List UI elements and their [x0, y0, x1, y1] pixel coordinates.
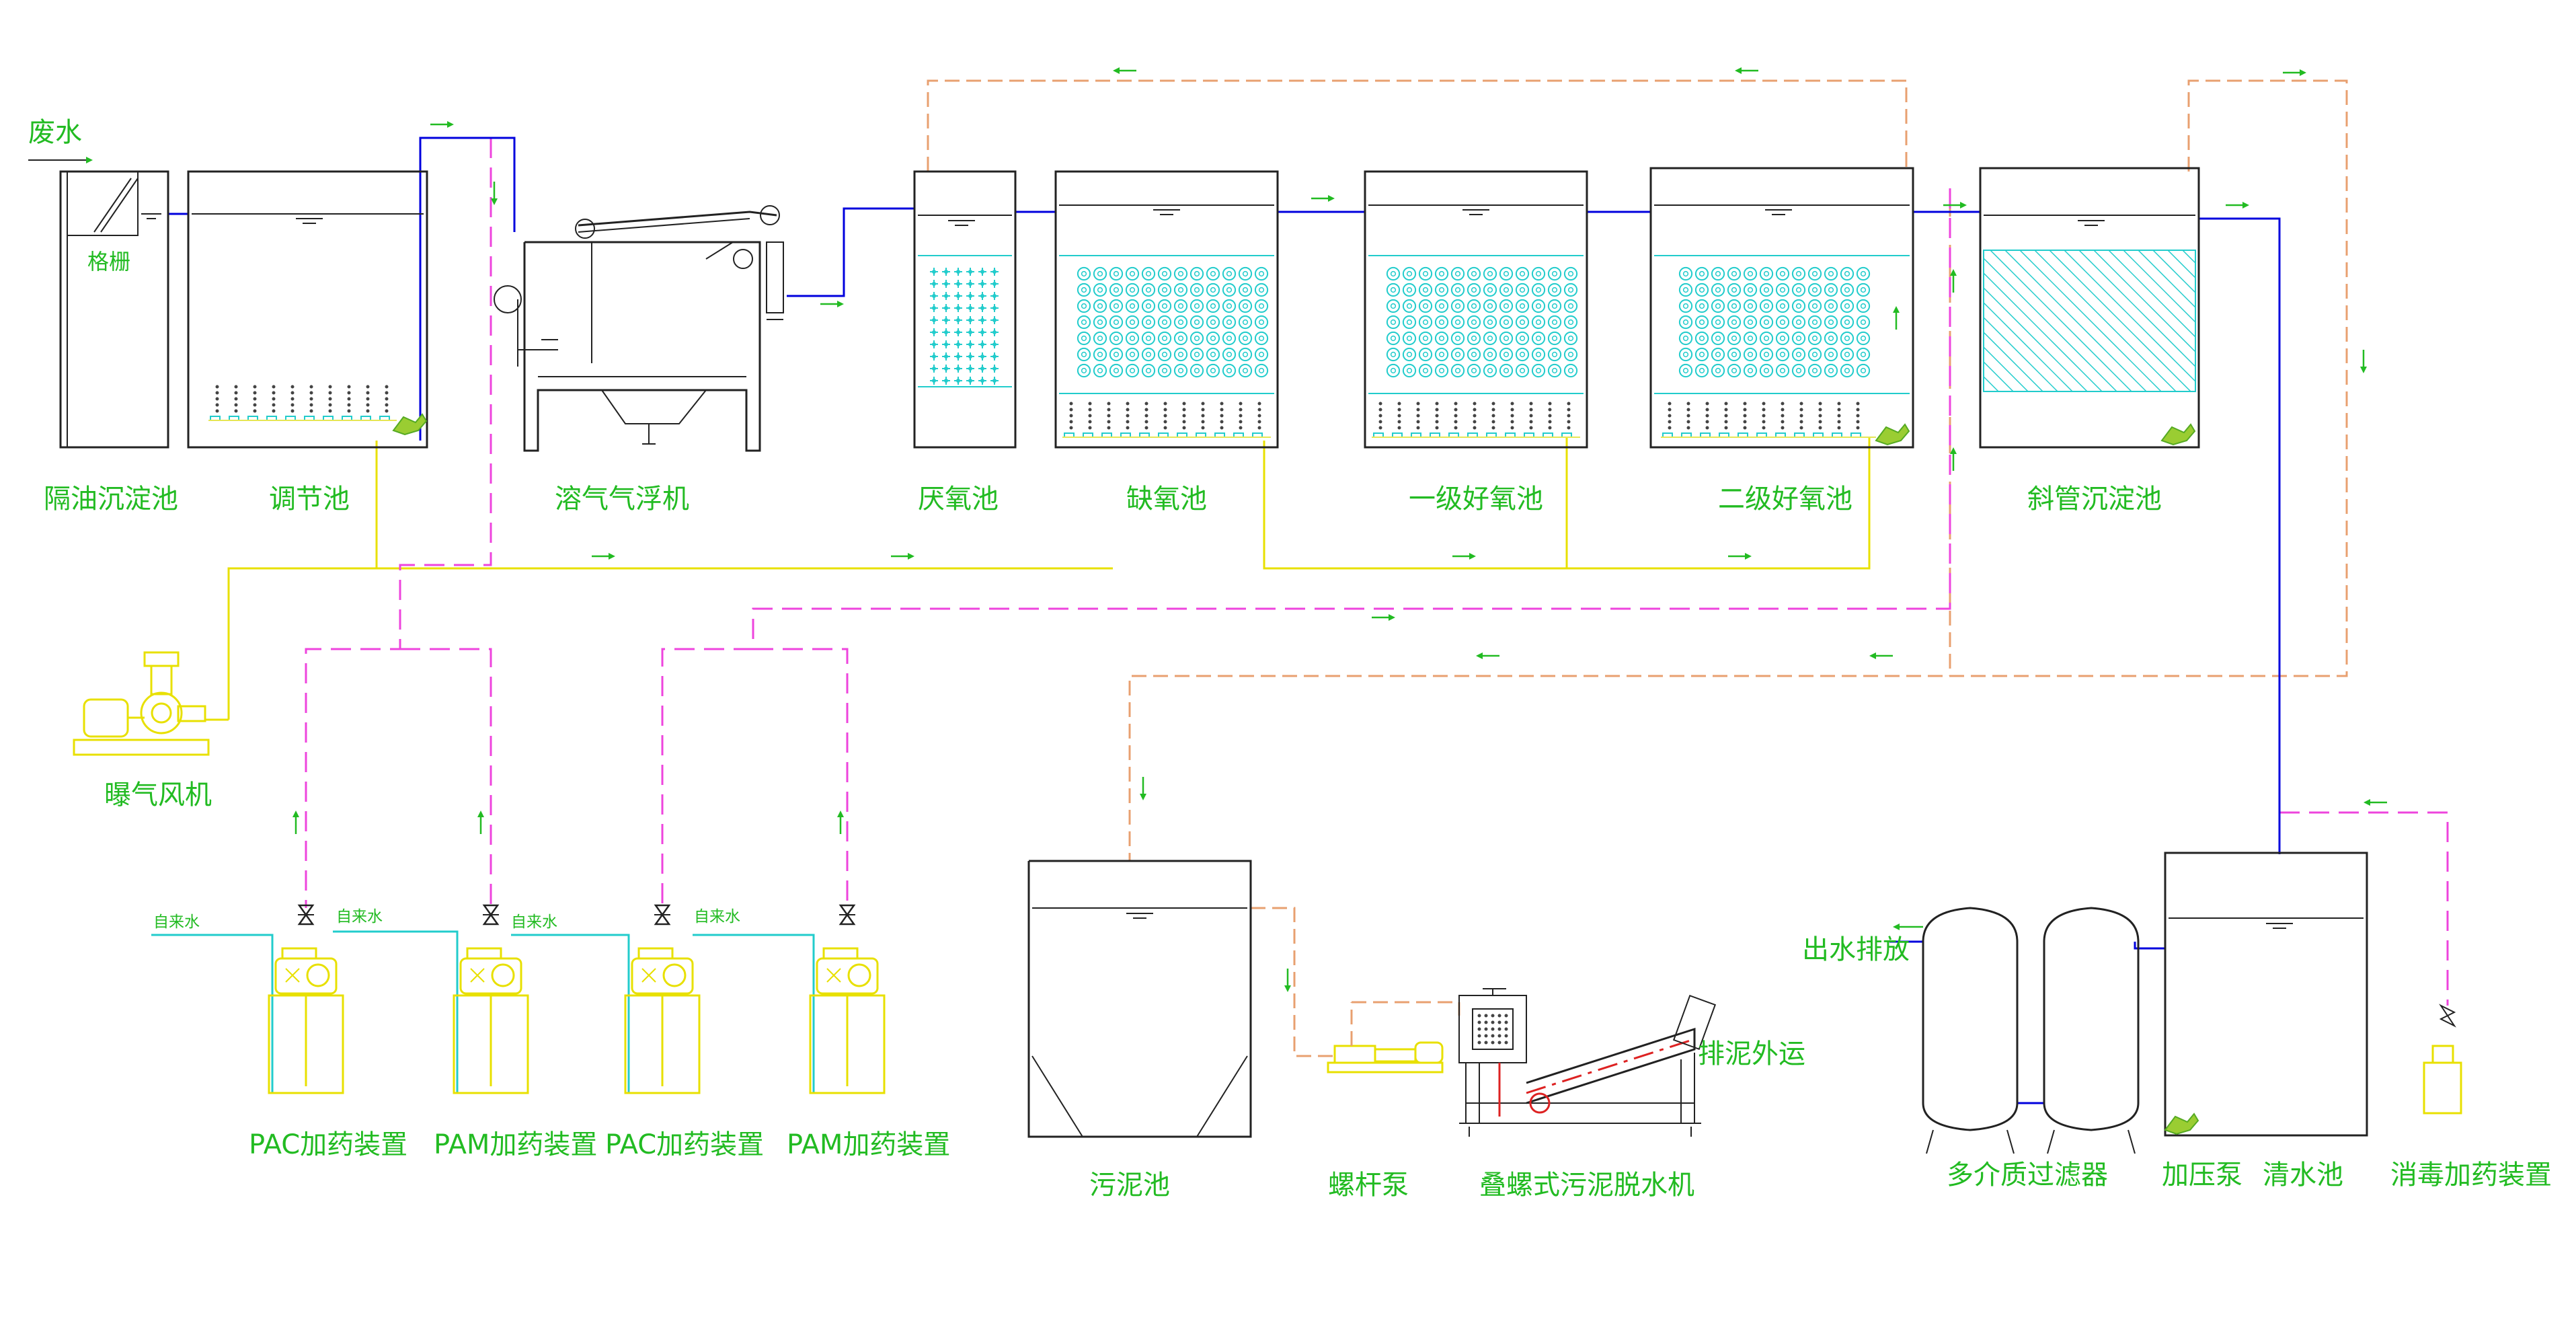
- arrow-vertical: [292, 182, 2367, 992]
- multimedia-filter-1: [1922, 907, 2019, 1154]
- control-panel-dots: [1477, 1014, 1508, 1045]
- label-dewatering: 叠螺式污泥脱水机: [1479, 1170, 1694, 1201]
- dosing-unit: [268, 947, 344, 1094]
- label-dosing-4: PAM加药装置: [787, 1129, 950, 1160]
- wastewater-inlet: 废水: [28, 117, 93, 163]
- submersible-pump-icon: [392, 413, 428, 436]
- label-dosing-3: PAC加药装置: [605, 1129, 764, 1160]
- aeration-diffusers: [1062, 402, 1271, 438]
- label-disinfection: 消毒加药装置: [2390, 1160, 2552, 1191]
- bio-media: [1678, 266, 1871, 378]
- bio-media: [930, 268, 999, 385]
- chemical-dosing-pipeline: [305, 138, 2449, 1006]
- dosing-unit: [453, 947, 529, 1094]
- unit-labels: 隔油沉淀池 调节池 溶气气浮机 厌氧池 缺氧池 一级好氧池 二级好氧池 斜管沉淀…: [44, 484, 2552, 1201]
- aeration-blower: [73, 651, 229, 756]
- label-screw-pump: 螺杆泵: [1328, 1170, 1409, 1201]
- label-tap-water-4: 自来水: [694, 908, 740, 926]
- air-pipeline: [227, 437, 1871, 720]
- label-anaerobic: 厌氧池: [918, 484, 999, 515]
- anoxic-tank: [1054, 170, 1279, 449]
- label-aerobic-2: 二级好氧池: [1718, 484, 1852, 515]
- sludge-tank: [1027, 860, 1252, 1138]
- label-blower: 曝气风机: [104, 780, 212, 811]
- label-clear-tank: 清水池: [2263, 1160, 2343, 1191]
- arrow-left: [1113, 67, 2387, 930]
- label-tap-water-3: 自来水: [511, 913, 557, 931]
- aeration-diffusers: [1661, 402, 1876, 438]
- flow-arrows: [292, 67, 2387, 992]
- disinfection-dosing-unit: [2423, 1004, 2462, 1115]
- aeration-diffusers: [208, 385, 397, 421]
- label-tap-water-2: 自来水: [336, 908, 383, 926]
- label-aerobic-1: 一级好氧池: [1409, 484, 1543, 515]
- bio-media: [1077, 266, 1269, 378]
- label-sludge-out: 排泥外运: [1698, 1039, 1805, 1069]
- inclined-tubes: [1983, 250, 2196, 392]
- dosing-unit: [809, 947, 886, 1094]
- output-labels: 排泥外运 出水排放: [1698, 934, 1910, 1069]
- label-sludge-tank: 污泥池: [1089, 1170, 1170, 1201]
- multimedia-filter-2: [2043, 907, 2140, 1154]
- screen-label: 格栅: [87, 249, 130, 274]
- bio-media: [1386, 266, 1578, 378]
- aerobic-tank-2: [1649, 167, 1914, 449]
- tap-water-pipelines: [151, 930, 815, 1093]
- dosing-unit: [624, 947, 701, 1094]
- label-daf: 溶气气浮机: [555, 484, 689, 515]
- screw-dewatering-machine: [1458, 988, 1717, 1137]
- label-filter: 多介质过滤器: [1947, 1160, 2108, 1191]
- dosing-units: [268, 947, 886, 1094]
- label-lamella: 斜管沉淀池: [2027, 484, 2162, 515]
- aerobic-tank-1: [1364, 170, 1588, 449]
- arrow-right: [430, 69, 2306, 621]
- label-booster-pump: 加压泵: [2162, 1160, 2242, 1191]
- equalization-tank: [187, 170, 428, 449]
- label-dosing-1: PAC加药装置: [249, 1129, 407, 1160]
- clear-water-tank: [2164, 852, 2368, 1137]
- label-effluent: 出水排放: [1802, 934, 1910, 965]
- lamella-settler: [1979, 167, 2200, 449]
- label-tap-water-1: 自来水: [153, 913, 200, 931]
- grease-trap-tank: 格栅: [59, 170, 169, 449]
- daf-machine: [494, 205, 784, 452]
- water-pipeline: [168, 137, 2281, 1104]
- wastewater-label: 废水: [28, 117, 82, 148]
- aeration-diffusers: [1372, 402, 1580, 438]
- valves: [297, 904, 856, 926]
- label-equalization: 调节池: [269, 484, 350, 515]
- label-anoxic: 缺氧池: [1126, 484, 1207, 515]
- label-dosing-2: PAM加药装置: [434, 1129, 597, 1160]
- screw-pump: [1327, 1001, 1460, 1073]
- label-grease-trap: 隔油沉淀池: [44, 484, 178, 515]
- dosing-labels: PAC加药装置 PAM加药装置 PAC加药装置 PAM加药装置 自来水 自来水 …: [153, 908, 950, 1160]
- anaerobic-tank: [913, 170, 1017, 449]
